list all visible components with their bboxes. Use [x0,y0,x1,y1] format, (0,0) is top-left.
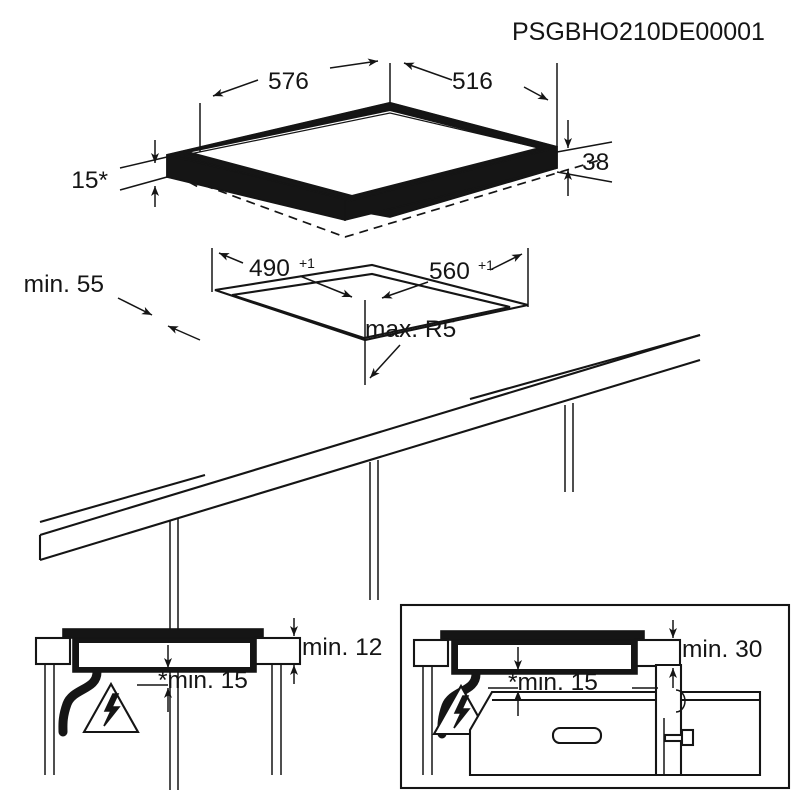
worktop-rear-line [39,473,206,524]
oven-front-panel [654,663,683,777]
cabinet-divider-right [564,403,574,492]
dimension-576: 576 [199,58,391,152]
section-left-cabinet-wall-left [44,664,55,775]
dimension-left-min-15: *min. 15 [137,645,248,712]
view-section-with-oven: *min. 15 min. 30 [399,603,791,790]
worktop-rear-line-right [469,333,701,401]
drawing-title: PSGBHO210DE00001 [512,18,765,46]
hob-front-thickness [344,145,558,222]
view-worktop-cutout: 490 +1 560 +1 min. 55 max. R5 [24,248,701,790]
oven-body [468,690,762,777]
section-left-cabinet-wall-right [271,664,282,775]
dimension-576-label: 576 [268,68,309,95]
dimension-min-55: min. 55 [24,271,201,341]
oven-vent-slot [551,726,603,745]
cutout-inner-rim [231,272,511,340]
annotation-max-r5-label: max. R5 [365,316,456,343]
section-right-cabinet-wall-left [422,666,433,775]
dimension-560-label: 560 [429,258,470,285]
dimension-516: 516 [403,62,558,147]
dimension-left-min-15-label: *min. 15 [158,667,248,694]
annotation-max-r5: max. R5 [365,316,456,379]
electrical-hazard-icon [82,681,140,734]
dimension-38-label: 38 [582,149,609,176]
section-left-hob-cavity [79,643,250,667]
dimension-right-min-15: *min. 15 [488,647,658,716]
dimension-490-superscript: +1 [299,255,315,271]
dimension-560: 560 +1 [381,248,529,307]
section-left-glass-plate [62,628,264,639]
dimension-min-12-label: min. 12 [302,634,382,661]
dimension-490-label: 490 [249,255,290,282]
dimension-min-12: min. 12 [290,618,382,684]
cabinet-divider-center [369,460,379,600]
section-left-power-cable [58,667,102,737]
hob-bevel-line [179,112,549,202]
dimension-15-star: 15* [71,140,168,207]
dimension-min-30: min. 30 [669,620,762,688]
dimension-560-superscript: +1 [478,257,494,273]
worktop-surface-fill [40,335,700,560]
dimension-490: 490 +1 [211,248,353,298]
section-right-worktop-left [412,638,450,668]
worktop-front-edge [39,358,701,562]
section-right-worktop-right [633,638,682,668]
dimension-min-55-label: min. 55 [24,271,104,298]
dimension-516-label: 516 [452,68,493,95]
view-hob-isometric: 576 516 38 [71,58,613,238]
dimension-min-30-label: min. 30 [682,636,762,663]
view-section-without-oven: *min. 15 min. 12 [34,618,382,775]
section-right-hob-cavity [458,645,631,669]
oven-knob [675,689,686,713]
worktop-top-edge [39,333,701,537]
section-left-worktop-left [34,636,72,666]
section-right-glass-plate [440,630,645,641]
dimension-15-star-label: 15* [71,167,108,194]
section-left-worktop-right [253,636,302,666]
dimension-right-min-15-label: *min. 15 [508,669,598,696]
oven-handle-knob [680,728,695,747]
dimension-38: 38 [556,120,613,196]
